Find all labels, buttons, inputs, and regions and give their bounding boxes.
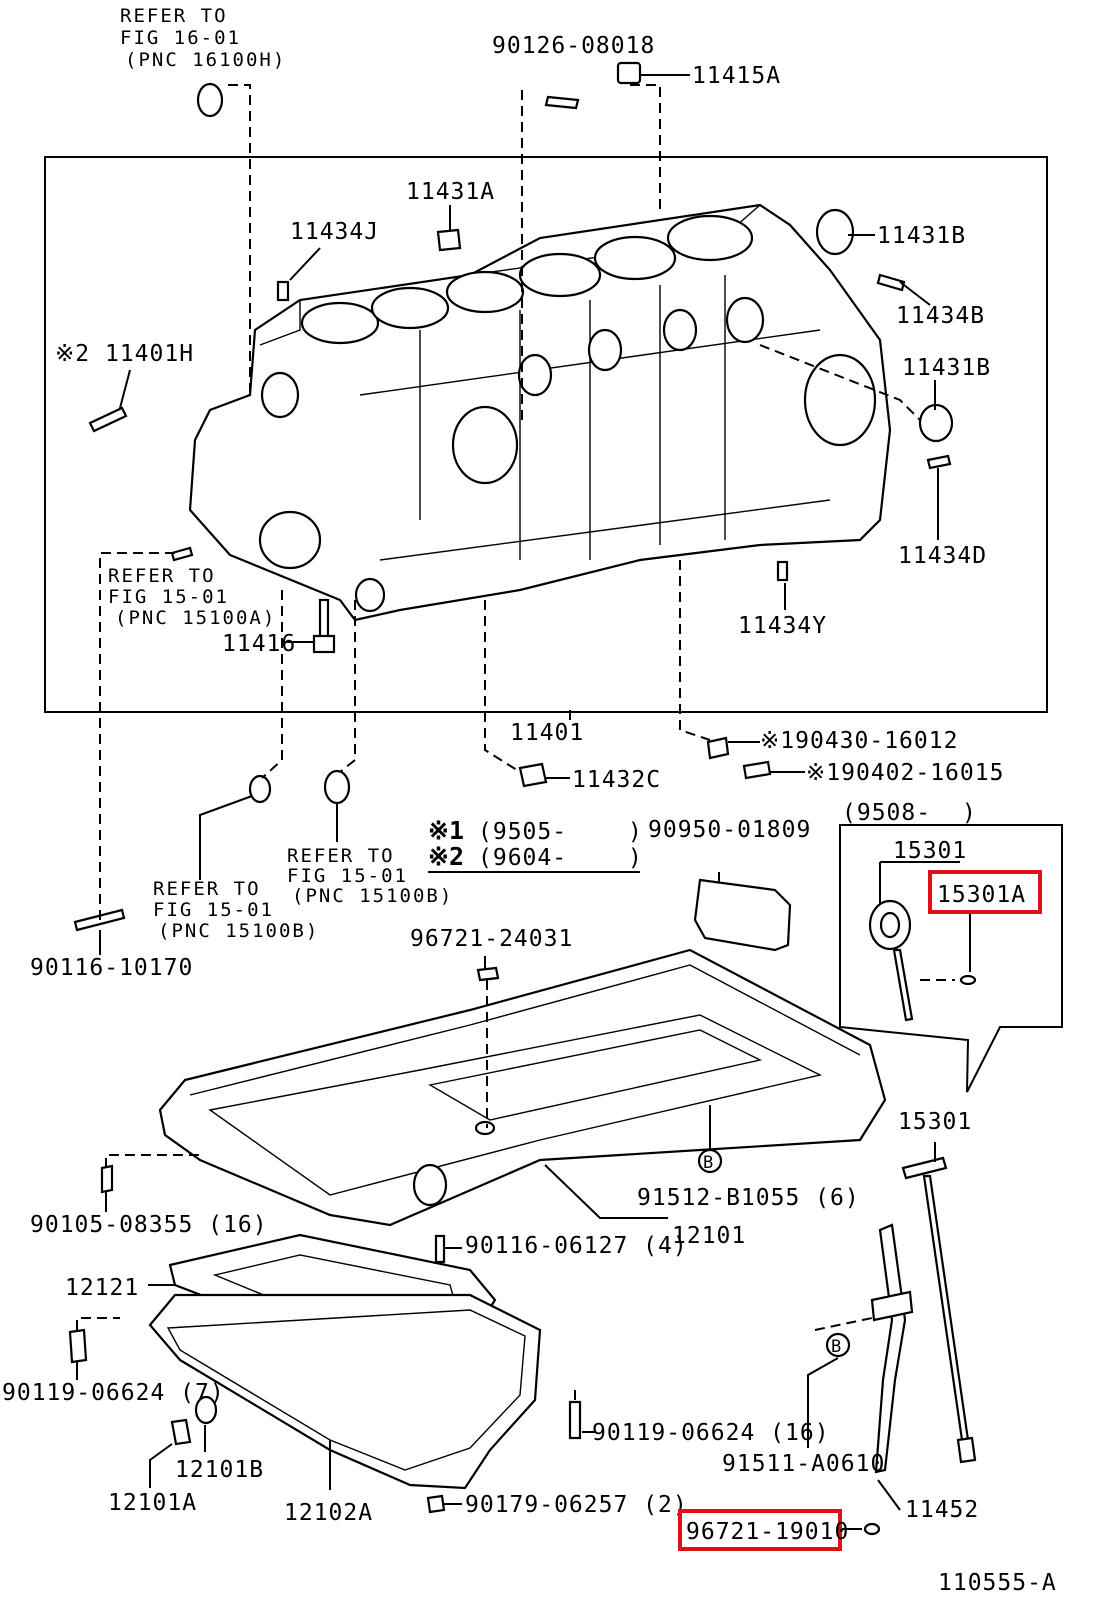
part-90950-01809[interactable]: 90950-01809 bbox=[648, 817, 811, 843]
diagram-id: 110555-A bbox=[938, 1570, 1057, 1596]
note1-range: (9505- bbox=[478, 819, 567, 845]
part-11431B-mid[interactable]: 11431B bbox=[902, 355, 991, 381]
highlight-box-96721-19010 bbox=[678, 1509, 842, 1551]
marker-circles bbox=[697, 1148, 851, 1358]
part-96721-19010[interactable]: 96721-19010 bbox=[686, 1519, 849, 1545]
refer-note-15100B-left: REFER TO FIG 15-01 (PNC 15100B) bbox=[153, 878, 319, 942]
marker-b-lower: B bbox=[831, 1337, 841, 1357]
highlight-box-15301A bbox=[928, 870, 1042, 914]
inset-parent-part[interactable]: 15301 bbox=[893, 838, 967, 864]
part-11452[interactable]: 11452 bbox=[905, 1497, 979, 1523]
part-11434D[interactable]: 11434D bbox=[898, 543, 987, 569]
part-12101B[interactable]: 12101B bbox=[175, 1457, 264, 1483]
part-90116-10170[interactable]: 90116-10170 bbox=[30, 955, 193, 981]
part-11431A[interactable]: 11431A bbox=[406, 179, 495, 205]
block-small-parts bbox=[73, 61, 954, 932]
svg-text:FIG 15-01: FIG 15-01 bbox=[153, 899, 274, 921]
svg-text:FIG 15-01: FIG 15-01 bbox=[108, 586, 229, 608]
part-190430-16012[interactable]: ※190430-16012 bbox=[760, 728, 958, 754]
engine-block-frame bbox=[44, 156, 1048, 713]
part-11415A[interactable]: 11415A bbox=[692, 63, 781, 89]
svg-text:REFER TO: REFER TO bbox=[120, 5, 228, 27]
part-11401H[interactable]: ※2 11401H bbox=[55, 341, 194, 367]
svg-text:(PNC 16100H): (PNC 16100H) bbox=[125, 49, 286, 71]
part-90126-08018[interactable]: 90126-08018 bbox=[492, 33, 655, 59]
part-11431B-top[interactable]: 11431B bbox=[877, 223, 966, 249]
part-labels: 90126-08018 11415A 11431A 11434J 11431B … bbox=[2, 33, 1004, 1526]
part-11434Y[interactable]: 11434Y bbox=[738, 613, 827, 639]
part-12101A[interactable]: 12101A bbox=[108, 1490, 197, 1516]
svg-text:(PNC 15100B): (PNC 15100B) bbox=[158, 920, 319, 942]
part-90105-08355[interactable]: 90105-08355 (16) bbox=[30, 1212, 268, 1238]
validity-notes: ※1 (9505- ) ※2 (9604- ) bbox=[428, 816, 643, 871]
svg-text:): ) bbox=[628, 845, 643, 871]
part-90179-06257[interactable]: 90179-06257 (2) bbox=[465, 1492, 688, 1518]
svg-text:): ) bbox=[628, 819, 643, 845]
part-91511-A0610[interactable]: 91511-A0610 bbox=[722, 1451, 885, 1477]
oil-pan-drawing bbox=[100, 878, 887, 1264]
inset-box bbox=[839, 824, 1063, 1093]
part-11434J[interactable]: 11434J bbox=[290, 219, 379, 245]
leader-lines-lower bbox=[76, 872, 936, 1530]
part-15301-lower[interactable]: 15301 bbox=[898, 1109, 972, 1135]
svg-text:REFER TO: REFER TO bbox=[153, 878, 261, 900]
svg-text:FIG 15-01: FIG 15-01 bbox=[287, 865, 408, 887]
note1-mark: ※1 bbox=[428, 816, 464, 845]
part-90119-06624-16[interactable]: 90119-06624 (16) bbox=[592, 1420, 830, 1446]
part-11432C[interactable]: 11432C bbox=[572, 767, 661, 793]
lower-pan-drawing bbox=[68, 1233, 582, 1514]
inset-child-part-15301A[interactable]: 15301A bbox=[937, 882, 1026, 908]
part-91512-B1055[interactable]: 91512-B1055 (6) bbox=[637, 1185, 860, 1211]
note2-range: (9604- bbox=[478, 845, 567, 871]
refer-note-16100H: REFER TO FIG 16-01 (PNC 16100H) bbox=[120, 5, 286, 71]
part-12102A[interactable]: 12102A bbox=[284, 1500, 373, 1526]
part-11416[interactable]: 11416 bbox=[222, 631, 296, 657]
part-11434B[interactable]: 11434B bbox=[896, 303, 985, 329]
part-11401[interactable]: 11401 bbox=[510, 720, 584, 746]
cylinder-block-drawing bbox=[188, 203, 892, 622]
svg-text:REFER TO: REFER TO bbox=[287, 845, 395, 867]
marker-b-upper: B bbox=[703, 1153, 713, 1173]
part-90119-06624-7[interactable]: 90119-06624 (7) bbox=[2, 1380, 225, 1406]
part-90116-06127[interactable]: 90116-06127 (4) bbox=[465, 1233, 688, 1259]
refer-note-15100B-right: REFER TO FIG 15-01 (PNC 15100B) bbox=[287, 845, 453, 907]
svg-text:REFER TO: REFER TO bbox=[108, 565, 216, 587]
inset-range-close: ) bbox=[962, 800, 977, 826]
refer-note-15100A: REFER TO FIG 15-01 (PNC 15100A) bbox=[108, 565, 276, 629]
part-12121[interactable]: 12121 bbox=[65, 1275, 139, 1301]
dipstick-drawing bbox=[863, 1156, 977, 1536]
svg-text:(PNC 15100B): (PNC 15100B) bbox=[292, 885, 453, 907]
part-12101[interactable]: 12101 bbox=[672, 1223, 746, 1249]
part-190402-16015[interactable]: ※190402-16015 bbox=[806, 760, 1004, 786]
part-96721-24031[interactable]: 96721-24031 bbox=[410, 926, 573, 952]
svg-text:(PNC 15100A): (PNC 15100A) bbox=[115, 607, 276, 629]
svg-text:FIG 16-01: FIG 16-01 bbox=[120, 27, 241, 49]
inset-range-label: (9508- bbox=[842, 800, 931, 826]
leader-lines-upper bbox=[99, 74, 939, 955]
note2-mark: ※2 bbox=[428, 842, 464, 871]
